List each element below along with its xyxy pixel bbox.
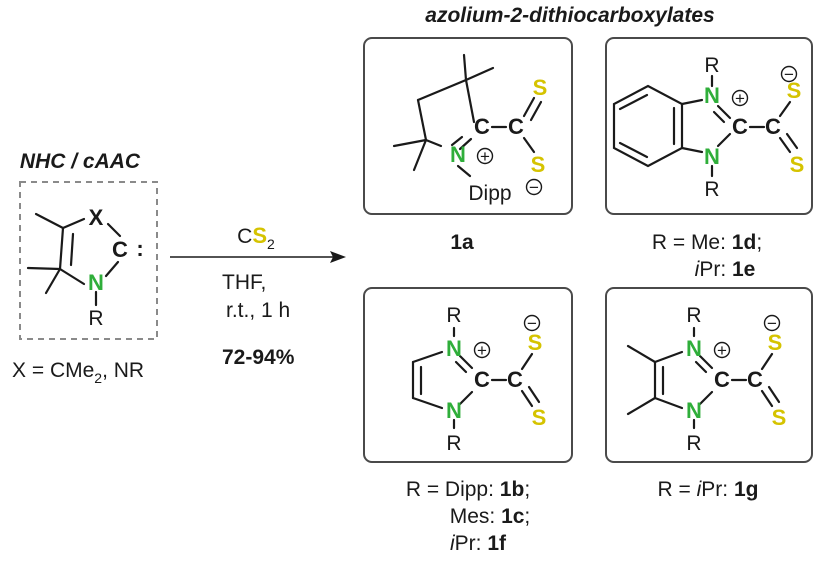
compound-1b: R N C C N R S S + − R = Dipp: 1b; Mes: 1… [363,287,573,555]
compound-1b-caption-line1: R = Dipp: 1b; [406,478,530,501]
solvent-label: THF, [222,271,266,294]
precursor-x-label: X [89,205,104,230]
svg-text:S: S [772,405,787,430]
reagent-label: CS2 [237,223,275,252]
svg-text:R: R [446,304,461,327]
precursor-n-label: N [88,270,104,295]
svg-text:C: C [714,367,730,392]
svg-text:C: C [732,114,748,139]
compound-1b-caption-line2: Mes: 1c; [450,505,531,528]
precursor-definition: X = CMe2, NR [12,359,144,386]
reaction-arrow-group: CS2 THF, r.t., 1 h 72-94% [170,223,346,369]
compound-1g-caption: R = iPr: 1g [658,478,759,501]
svg-text:N: N [686,398,702,423]
compound-1d-caption-line2: iPr: 1e [695,258,756,281]
compound-1g: R N C C N R S S + − R = iPr: 1g [605,287,813,501]
conditions-label: r.t., 1 h [226,299,290,322]
svg-text:+: + [735,89,745,108]
svg-text:S: S [787,78,802,103]
svg-text:R: R [446,432,461,455]
compound-1d-frame [605,37,813,215]
svg-text:S: S [528,330,543,355]
compound-1a-label: 1a [450,231,474,254]
precursor-lone-pair: : [136,236,143,261]
svg-text:−: − [767,314,777,333]
plus-charge [713,341,731,359]
svg-text:−: − [527,314,537,333]
svg-text:C: C [508,114,524,139]
minus-charge [780,65,798,83]
plus-charge [731,89,749,107]
minus-charge [523,314,541,332]
precursor-dashed-frame [19,181,158,340]
svg-text:S: S [533,75,548,100]
svg-text:N: N [446,398,462,423]
svg-text:N: N [704,144,720,169]
scheme-title: azolium-2-dithiocarboxylates [425,4,714,27]
svg-text:C: C [765,114,781,139]
svg-text:−: − [529,178,539,197]
minus-charge [525,178,543,196]
svg-text:C: C [507,367,523,392]
svg-text:R: R [704,178,719,201]
compound-1b-caption-line3: iPr: 1f [450,532,507,555]
svg-text:C: C [474,114,490,139]
compound-1d: R N C C N R S S + − R = Me: 1d; iPr: 1e [605,37,813,281]
compound-1b-frame [363,287,573,463]
svg-text:S: S [532,405,547,430]
compound-1d-caption-line1: R = Me: 1d; [652,231,762,254]
svg-text:R: R [704,54,719,77]
yield-label: 72-94% [222,346,295,369]
compound-1a-frame [363,37,573,215]
precursor-title: NHC / cAAC [20,150,141,173]
svg-text:S: S [790,152,805,177]
svg-text:C: C [747,367,763,392]
plus-charge [476,147,494,165]
compound-1a: C C N S S Dipp + − 1a [363,37,573,254]
dipp-label: Dipp [468,182,511,205]
arrow-head [330,251,346,263]
svg-text:+: + [480,147,490,166]
svg-text:S: S [768,330,783,355]
svg-text:S: S [531,152,546,177]
svg-text:+: + [717,341,727,360]
svg-text:R: R [686,304,701,327]
precursor-carbon-label: C [112,237,128,262]
compound-1g-frame [605,287,813,463]
precursor-structure: NHC / cAAC X C : N R X = CMe2, NR [12,150,158,386]
svg-text:−: − [784,65,794,84]
svg-text:+: + [477,341,487,360]
svg-text:N: N [686,336,702,361]
svg-text:C: C [474,367,490,392]
svg-text:N: N [704,83,720,108]
precursor-r-label: R [88,307,103,330]
svg-text:N: N [446,336,462,361]
svg-text:R: R [686,432,701,455]
svg-text:N: N [450,142,466,167]
minus-charge [763,314,781,332]
plus-charge [473,341,491,359]
